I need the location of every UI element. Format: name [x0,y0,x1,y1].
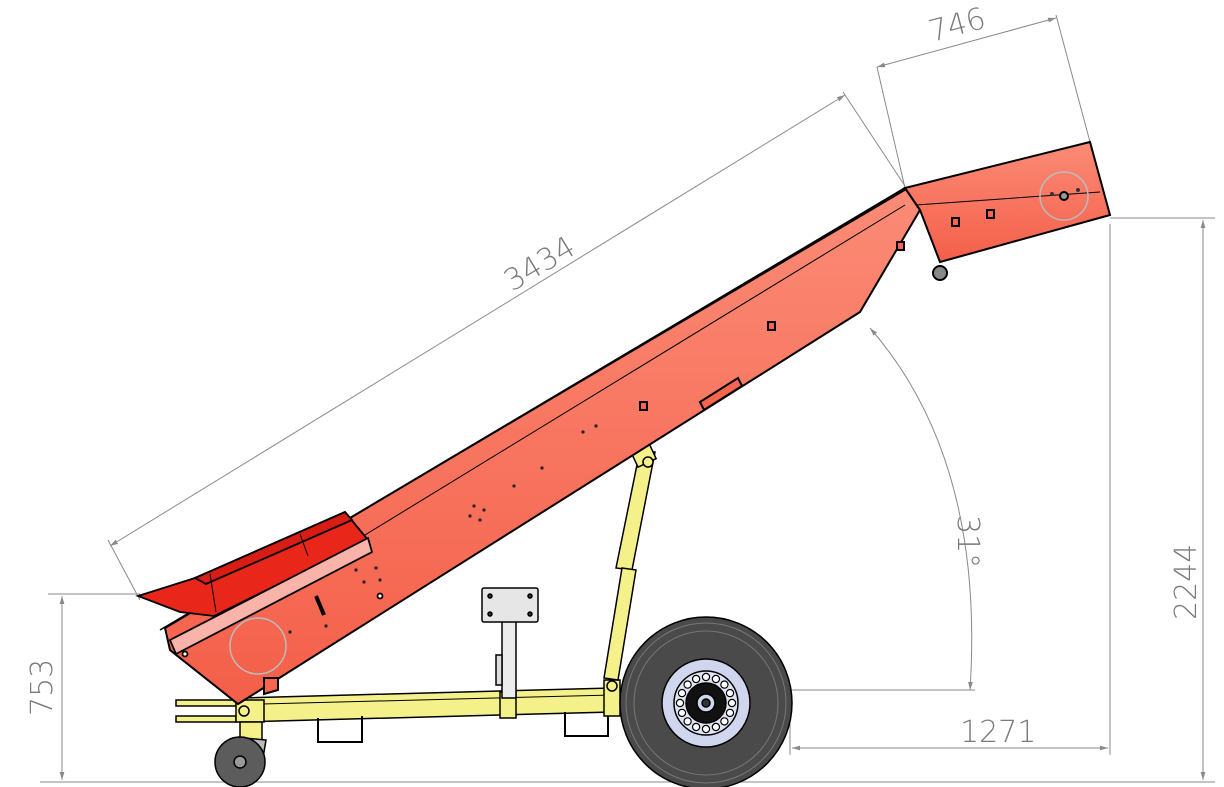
dim-label-3434: 3434 [498,230,581,299]
bolt-holes [288,424,598,634]
tow-bar-lower [175,715,237,723]
return-roller [932,265,948,281]
lug-hole [683,717,692,726]
ext-line-3434-left [107,539,141,601]
angle-arc-31 [869,327,973,691]
lug-hole [725,688,735,698]
lug-hole [683,680,692,689]
dim-label-746: 746 [925,1,989,50]
lug-hole [677,688,687,698]
dim-label-1271: 1271 [960,715,1036,750]
conveyor-head-section [903,140,1112,264]
lug-hole [691,674,701,684]
lug-hole [675,698,685,708]
dimension-lines [40,14,1215,783]
strut-cylinder [603,567,637,681]
support-bracket-front [317,716,363,743]
control-post [501,619,517,699]
lug-hole [701,672,711,682]
main-wheel [619,616,793,787]
lug-hole [711,722,721,732]
head-pulley [1039,171,1089,221]
tail-pulley [229,617,287,675]
control-box [481,587,539,623]
caster-wheel [214,721,267,787]
lug-hole [677,708,687,718]
dim-label-753: 753 [25,659,60,716]
control-box-assembly [481,587,539,699]
lug-hole [701,724,711,734]
tow-bar-upper [175,699,237,707]
ext-line-746-left [876,66,906,189]
wheel-lug-holes [675,672,737,734]
main-beam [239,687,613,723]
support-bracket-rear [564,710,609,737]
dim-label-2244: 2244 [1169,544,1204,620]
ext-line-746-right [1055,14,1091,143]
side-handle [698,376,744,412]
lug-hole [725,708,735,718]
dim-line-3434 [109,94,846,547]
lug-hole [727,698,737,708]
lug-hole [711,674,721,684]
lug-hole [720,717,729,726]
conveyor-body [159,140,1112,706]
dim-label-angle: 31° [950,515,985,568]
chassis-frame [175,435,658,743]
hopper-skirt [168,536,374,656]
dim-line-746 [876,17,1057,68]
lug-hole [691,722,701,732]
ext-line-3434-right [842,91,906,187]
strut-rod [615,449,656,571]
lug-hole [720,680,729,689]
hopper [135,510,384,658]
